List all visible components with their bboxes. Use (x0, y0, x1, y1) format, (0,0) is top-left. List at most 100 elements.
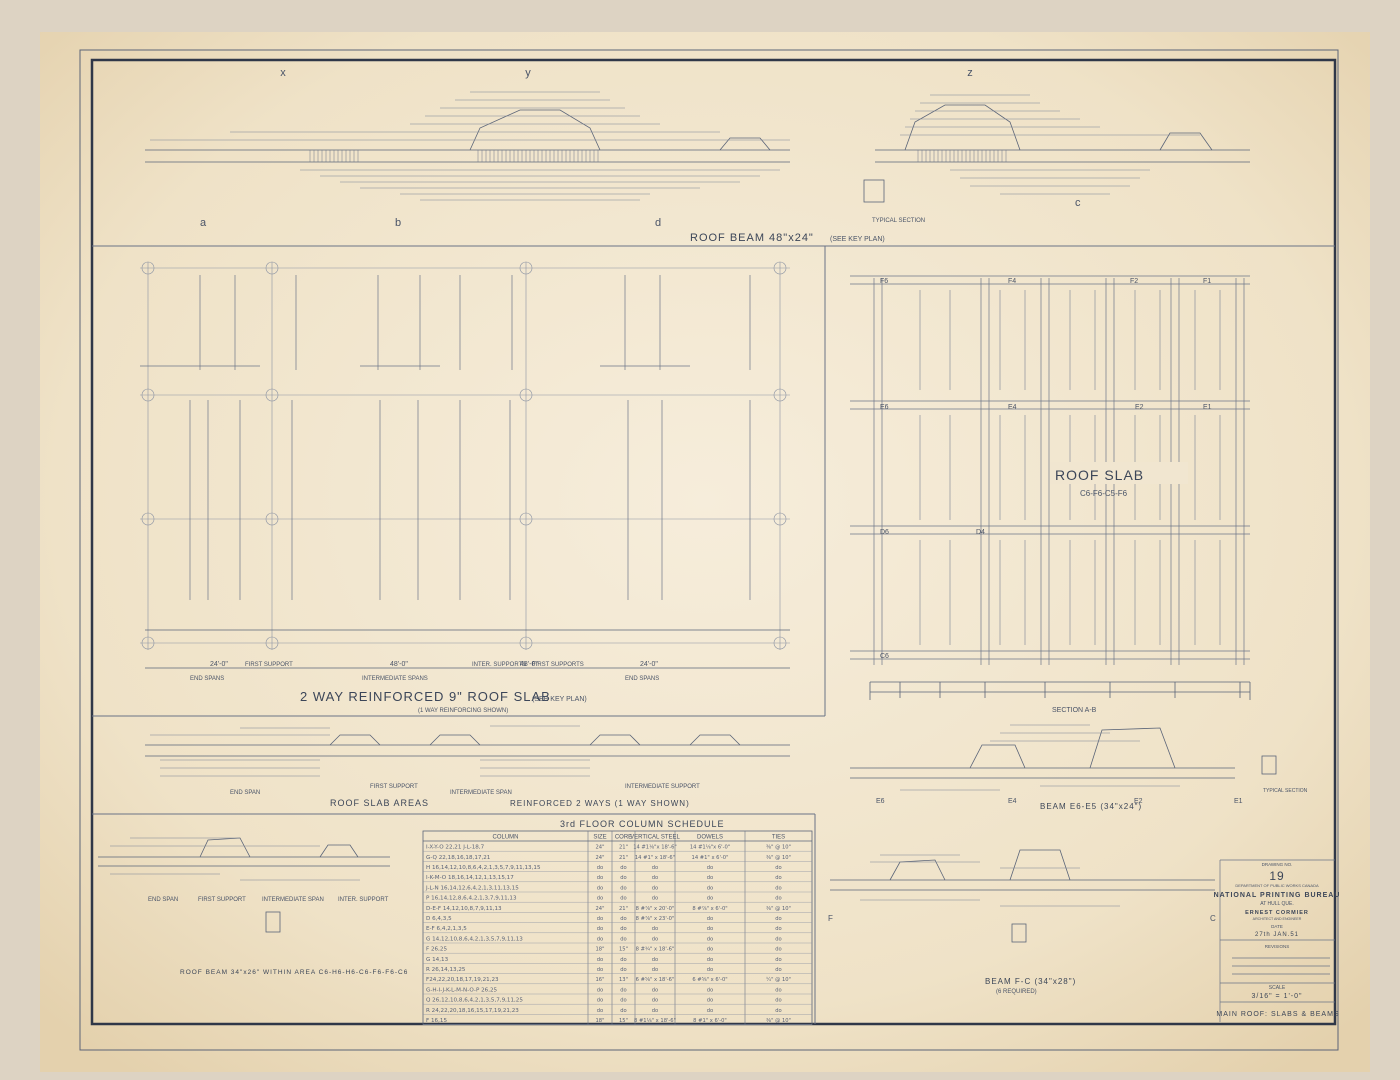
label-end-spans: END SPANS (190, 676, 224, 682)
schedule-cell: ⅜" @ 10" (766, 855, 791, 861)
schedule-cell: do (597, 987, 603, 993)
grid-column-circle (141, 636, 155, 650)
schedule-cell: E-F 6,4,2,1,3,5 (426, 926, 467, 932)
schedule-cell: do (652, 967, 658, 973)
section-label: SECTION A-B (1052, 707, 1097, 714)
schedule-cell: R 26,14,13,25 (426, 967, 466, 973)
roof-beam-small: END SPAN FIRST SUPPORT INTERMEDIATE SPAN… (98, 837, 408, 976)
schedule-cell: D-E-F 14,12,10,8,7,9,11,13 (426, 906, 502, 912)
schedule-cell: 21" (619, 906, 628, 912)
schedule-cell: 15" (619, 947, 628, 953)
typical-section-label: TYPICAL SECTION (872, 218, 925, 224)
schedule-cell: H 16,14,12,10,8,6,4,2,1,3,5,7,9,11,13,15 (426, 865, 541, 871)
schedule-cell: R 24,22,20,18,16,15,17,19,21,23 (426, 1008, 519, 1014)
schedule-cell: do (775, 916, 781, 922)
schedule-cell: 8 #1" x 6'-0" (693, 1018, 727, 1024)
area-intermediate-span: INTERMEDIATE SPAN (450, 790, 512, 796)
grid-column-circle (519, 388, 533, 402)
small-intermediate-span: INTERMEDIATE SPAN (262, 897, 324, 903)
schedule-cell: do (652, 875, 658, 881)
schedule-cell: F 16,15 (426, 1018, 447, 1024)
grid-column-circle (519, 636, 533, 650)
two-way-slab-plan: 24'-0" 48'-0" 48'-0" 24'-0" END SPANS FI… (140, 261, 790, 714)
schedule-cell: do (707, 916, 713, 922)
schedule-cell: do (775, 896, 781, 902)
grid-D6: D6 (880, 529, 889, 536)
small-beam-title: ROOF BEAM 34"x26" WITHIN AREA C6-H6-H6-C… (180, 969, 408, 976)
grid-label-b: b (395, 217, 401, 229)
schedule-cell: do (652, 1008, 658, 1014)
schedule-cell: do (775, 998, 781, 1004)
schedule-cell: do (707, 875, 713, 881)
schedule-cell: do (707, 947, 713, 953)
grid-column-circle (265, 512, 279, 526)
schedule-cell: do (707, 998, 713, 1004)
schedule-header-1: SIZE (593, 835, 606, 841)
grid-label-d: d (655, 217, 661, 229)
grid-label-y: y (525, 67, 531, 79)
schedule-cell: do (620, 896, 626, 902)
sheet-title: MAIN ROOF: SLABS & BEAMS (1216, 1011, 1339, 1018)
schedule-cell: do (597, 885, 603, 891)
grid-label-a: a (200, 217, 207, 229)
schedule-cell: do (620, 926, 626, 932)
schedule-cell: ⅜" @ 10" (766, 906, 791, 912)
schedule-cell: G-Q 22,18,16,18,17,21 (426, 855, 491, 861)
label-end-spans-2: END SPANS (625, 676, 659, 682)
schedule-cell: do (620, 957, 626, 963)
schedule-cell: 24" (596, 906, 605, 912)
roof-slab-areas: END SPAN FIRST SUPPORT INTERMEDIATE SPAN… (145, 725, 790, 808)
roof-slab-title: ROOF SLAB (1055, 467, 1144, 483)
schedule-cell: do (707, 865, 713, 871)
slab-dim-2: 48'-0" (390, 661, 408, 668)
small-inter-support: INTER. SUPPORT (338, 897, 389, 903)
schedule-cell: do (707, 885, 713, 891)
schedule-cell: ¼" @ 10" (766, 977, 791, 983)
schedule-cell: 6 #⅝" x 6'-0" (692, 977, 727, 983)
area-end-span: END SPAN (230, 790, 260, 796)
panel-dividers (92, 245, 1335, 1024)
schedule-cell: 18" (596, 1018, 605, 1024)
schedule-cell: do (775, 885, 781, 891)
grid-column-circle (519, 261, 533, 275)
grid-column-circle (141, 512, 155, 526)
schedule-cell: 8 #¾" x 18'-6" (636, 947, 675, 953)
schedule-cell: do (597, 936, 603, 942)
schedule-cell: 8 #1⅛" x 18'-6" (634, 1018, 676, 1024)
schedule-cell: do (620, 967, 626, 973)
schedule-cell: 16" (596, 977, 605, 983)
title-block: DRAWING NO. 19 DEPARTMENT OF PUBLIC WORK… (1214, 859, 1339, 1022)
grid-F2: F2 (1130, 278, 1138, 285)
grid-E1: E1 (1203, 404, 1212, 411)
slab-dim-3: 48'-0" (520, 661, 538, 668)
grid-column-circle (141, 388, 155, 402)
schedule-cell: ⅜" @ 10" (766, 845, 791, 851)
drawing-number: 19 (1269, 869, 1284, 883)
grid-label-x: x (280, 67, 286, 79)
small-end-span: END SPAN (148, 897, 178, 903)
schedule-cell: 24" (596, 855, 605, 861)
inner-border (90, 58, 1337, 1026)
grid-column-circle (773, 512, 787, 526)
schedule-cell: do (775, 987, 781, 993)
beam-grid-E4: E4 (1008, 798, 1017, 805)
architect-role: ARCHITECT AND ENGINEER (1253, 917, 1302, 921)
schedule-cell: F24,22,20,18,17,19,21,23 (426, 977, 499, 983)
schedule-cell: do (707, 1008, 713, 1014)
schedule-header-5: TIES (772, 835, 785, 841)
grid-column-circle (141, 261, 155, 275)
two-way-slab-title: 2 WAY REINFORCED 9" ROOF SLAB (300, 689, 551, 704)
schedule-cell: G 14,13 (426, 957, 449, 963)
two-way-slab-subtitle: (SEE KEY PLAN) (532, 696, 587, 703)
grid-column-circle (773, 388, 787, 402)
column-schedule-title: 3rd FLOOR COLUMN SCHEDULE (560, 819, 725, 829)
paper (40, 32, 1370, 1072)
schedule-cell: Q 26,12,10,8,6,4,2,1,3,5,7,9,11,25 (426, 998, 523, 1004)
grid-column-circle (773, 636, 787, 650)
grid-label-z: z (967, 67, 973, 79)
beam-typical-section: TYPICAL SECTION (1263, 788, 1308, 794)
schedule-cell: 14 #1" x 6'-0" (692, 855, 729, 861)
schedule-cell: D 6,4,3,5 (426, 916, 452, 922)
schedule-cell: do (620, 936, 626, 942)
